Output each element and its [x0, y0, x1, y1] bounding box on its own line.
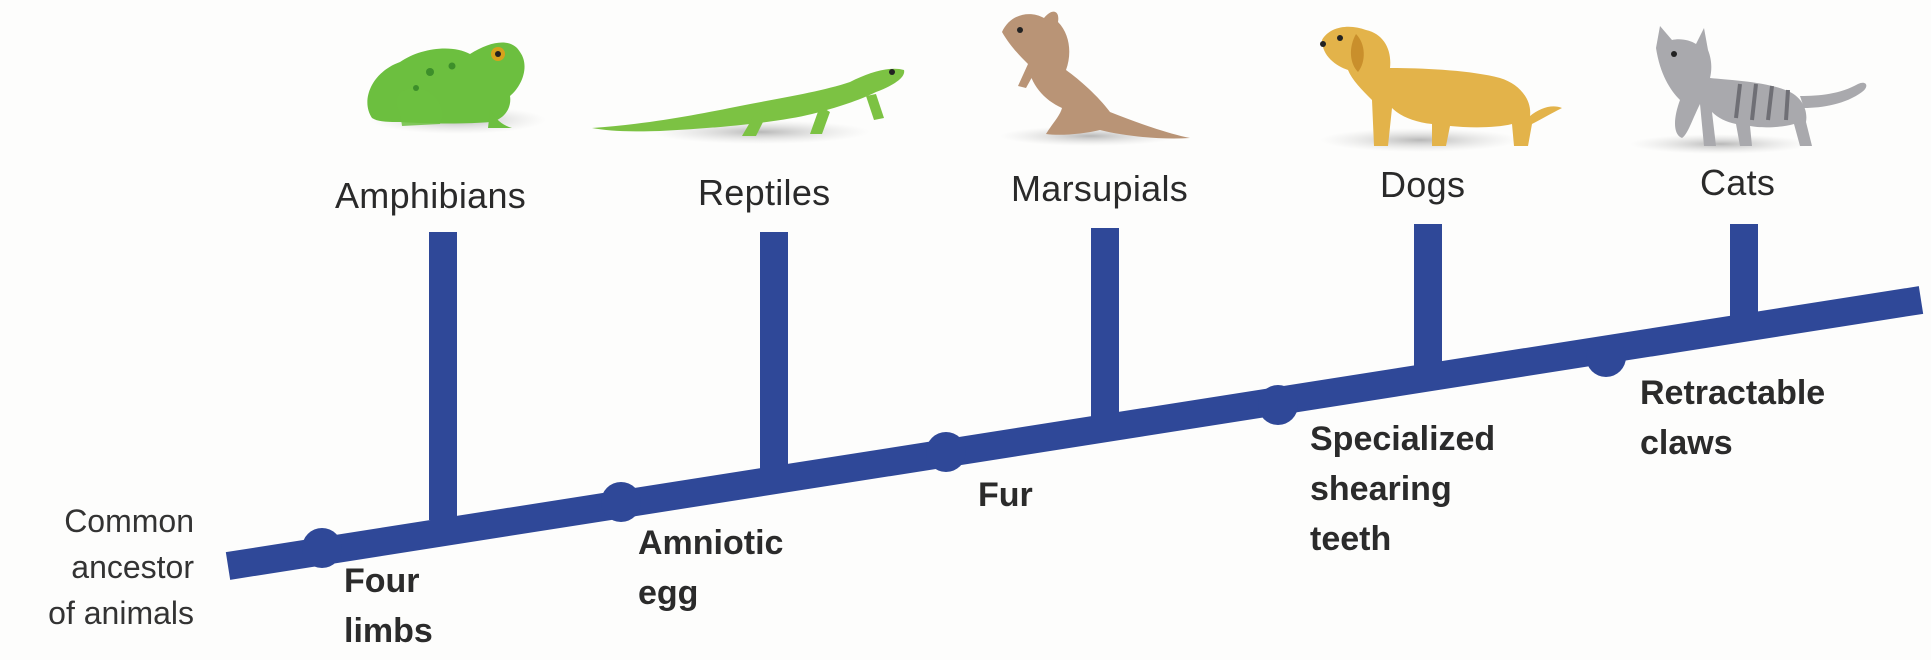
trait-label-line: limbs — [344, 612, 433, 650]
trait-label-line: Fur — [978, 476, 1033, 514]
taxon-label-amphibians: Amphibians — [335, 175, 527, 216]
taxon-label-marsupials: Marsupials — [1011, 168, 1189, 209]
trait-label-line: Four — [344, 562, 420, 600]
root-label-line: ancestor — [71, 549, 194, 585]
taxon-label-dogs: Dogs — [1380, 164, 1466, 205]
trait-label-line: Retractable — [1640, 374, 1826, 412]
root-label-line: Common — [64, 503, 194, 539]
main-lineage-line — [225, 286, 1924, 580]
frog-icon — [367, 42, 546, 134]
trait-label-four-limbs: Four limbs — [344, 556, 433, 656]
trait-node-amniotic-egg — [601, 482, 641, 522]
trait-label-line: teeth — [1310, 520, 1392, 558]
trait-label-retractable-claws: Retractable claws — [1640, 368, 1825, 468]
trait-label-line: Specialized — [1310, 420, 1496, 458]
root-label-line: of animals — [48, 595, 194, 631]
lizard-icon — [592, 68, 905, 144]
taxon-label-reptiles: Reptiles — [698, 172, 831, 213]
trait-label-line: claws — [1640, 424, 1733, 462]
trait-node-shearing-teeth — [1258, 385, 1298, 425]
trait-node-fur — [926, 432, 966, 472]
kangaroo-icon — [1000, 11, 1190, 146]
root-label: Common ancestor of animals — [12, 498, 194, 636]
dog-icon — [1320, 26, 1562, 152]
trait-label-line: egg — [638, 574, 699, 612]
trait-label-amniotic-egg: Amniotic egg — [638, 518, 783, 618]
trait-node-four-limbs — [302, 528, 342, 568]
trait-label-line: shearing — [1310, 470, 1452, 508]
taxon-label-cats: Cats — [1700, 162, 1776, 203]
trait-label-shearing-teeth: Specialized shearing teeth — [1310, 414, 1495, 564]
trait-node-retractable-claws — [1586, 337, 1626, 377]
cat-icon — [1630, 26, 1867, 154]
trait-label-line: Amniotic — [638, 524, 784, 562]
trait-label-fur: Fur — [978, 470, 1033, 520]
